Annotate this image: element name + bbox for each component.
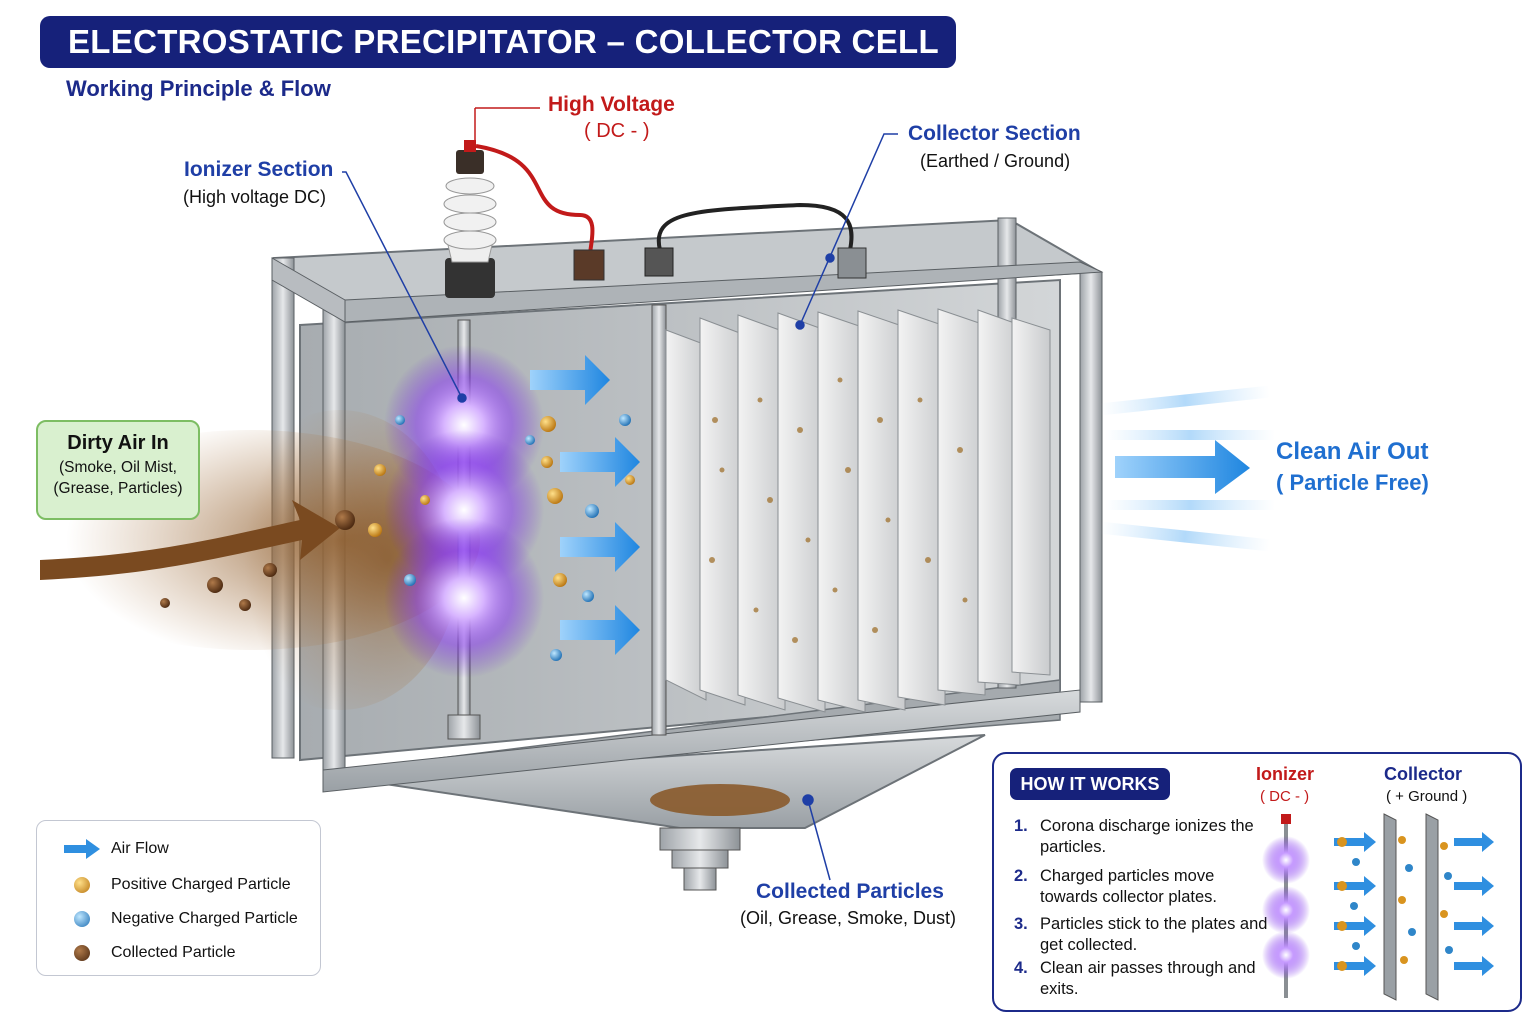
collector-section-sublabel: (Earthed / Ground) (920, 151, 1071, 171)
step-2: 2. Charged particles move towards collec… (1014, 867, 1217, 906)
legend-label: Negative Charged Particle (111, 910, 298, 927)
negative-particle-icon (74, 911, 90, 927)
collector-rod (651, 304, 667, 736)
mini-collector-label: Collector (1384, 764, 1463, 784)
blue-arrow-icon (64, 839, 100, 859)
hv-cable (475, 144, 595, 256)
page-title: ELECTROSTATIC PRECIPITATOR – COLLECTOR C… (40, 16, 956, 68)
dirty-air-title: Dirty Air In (67, 432, 169, 454)
positive-particle-icon (74, 877, 90, 893)
collector-plates (665, 308, 1051, 713)
drain-outlet (659, 827, 741, 891)
ionizer-leader-line (342, 171, 463, 399)
dirty-air-arrow-icon (40, 500, 340, 580)
dirty-air-line2: (Smoke, Oil Mist, (59, 459, 177, 476)
mini-ionizer-sublabel: ( DC - ) (1260, 788, 1310, 805)
high-voltage-insulator (443, 140, 497, 298)
how-it-works-tag: HOW IT WORKS (1010, 768, 1170, 800)
plate-deposits (709, 377, 968, 643)
how-it-works-panel: HOW IT WORKS 1. Corona discharge ionizes… (992, 752, 1522, 1012)
dirty-air-in-box: Dirty Air In (Smoke, Oil Mist, (Grease, … (36, 420, 200, 520)
dirty-air-line3: (Grease, Particles) (53, 480, 183, 497)
collected-particle-icon (74, 945, 90, 961)
ground-cable (656, 202, 854, 251)
page-subtitle: Working Principle & Flow (66, 76, 331, 101)
step-1: 1. Corona discharge ionizes the particle… (1014, 817, 1254, 856)
corona-glow-icon (384, 518, 544, 678)
charged-particles (160, 414, 635, 661)
legend-label: Positive Charged Particle (111, 876, 291, 893)
legend: Air Flow Positive Charged Particle Negat… (36, 820, 321, 976)
legend-label: Collected Particle (111, 944, 236, 961)
mini-corona-icon (1262, 836, 1310, 884)
collected-particles-sublabel: (Oil, Grease, Smoke, Dust) (740, 908, 957, 928)
internal-airflow-arrows (530, 355, 640, 655)
clean-air-arrow-icon (1115, 440, 1250, 494)
legend-item-positive: Positive Charged Particle (53, 872, 291, 898)
legend-item-collected: Collected Particle (53, 940, 236, 966)
ionizer-section-label: Ionizer Section (184, 158, 334, 181)
mini-corona-icon (1262, 931, 1310, 979)
high-voltage-label: High Voltage (548, 93, 675, 116)
collector-section-label: Collector Section (908, 122, 1081, 145)
step-3: 3. Particles stick to the plates and get… (1014, 915, 1268, 954)
high-voltage-sublabel: ( DC - ) (584, 120, 650, 142)
collected-particles-label: Collected Particles (756, 880, 944, 903)
ionizer-section-sublabel: (High voltage DC) (183, 187, 327, 207)
collection-hopper (344, 734, 986, 829)
mini-collector-sublabel: ( + Ground ) (1386, 788, 1468, 805)
collected-leader-line (807, 799, 831, 881)
clean-air-streaks (1099, 385, 1275, 552)
mini-diagram (1262, 813, 1494, 1001)
legend-item-airflow: Air Flow (53, 836, 169, 862)
legend-item-negative: Negative Charged Particle (53, 906, 298, 932)
step-4: 4. Clean air passes through and exits. (1014, 959, 1256, 998)
hv-terminal (573, 249, 605, 281)
clean-air-out-label: Clean Air Out (1276, 438, 1429, 465)
clean-air-out-sublabel: ( Particle Free) (1276, 470, 1429, 495)
legend-label: Air Flow (111, 840, 169, 857)
mini-corona-icon (1262, 886, 1310, 934)
mini-ionizer-label: Ionizer (1256, 764, 1315, 784)
